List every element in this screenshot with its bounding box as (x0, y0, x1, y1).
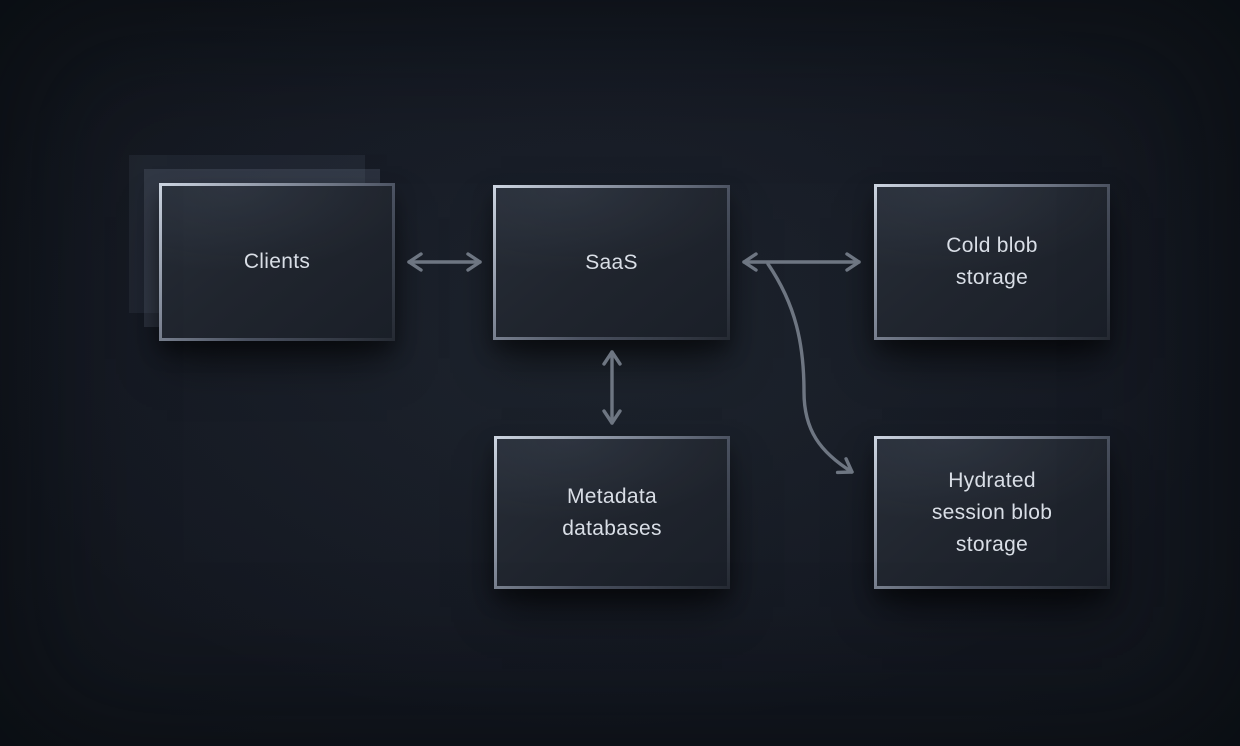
edge-saas-hydrated-session-blob-storage (766, 262, 854, 475)
node-cold-blob-storage: Cold blob storage (874, 184, 1110, 340)
node-hydrated-session-blob-storage: Hydrated session blob storage (874, 436, 1110, 589)
node-saas: SaaS (493, 185, 730, 340)
node-hydrated-session-blob-storage-label: Hydrated session blob storage (931, 468, 1053, 556)
node-metadata-databases-label: Metadata databases (562, 484, 662, 540)
node-clients-label: Clients (243, 250, 311, 273)
node-clients: Clients (159, 183, 395, 341)
node-cold-blob-storage-label: Cold blob storage (946, 234, 1038, 289)
node-saas-label: SaaS (585, 250, 638, 274)
node-metadata-databases: Metadata databases (494, 436, 730, 589)
